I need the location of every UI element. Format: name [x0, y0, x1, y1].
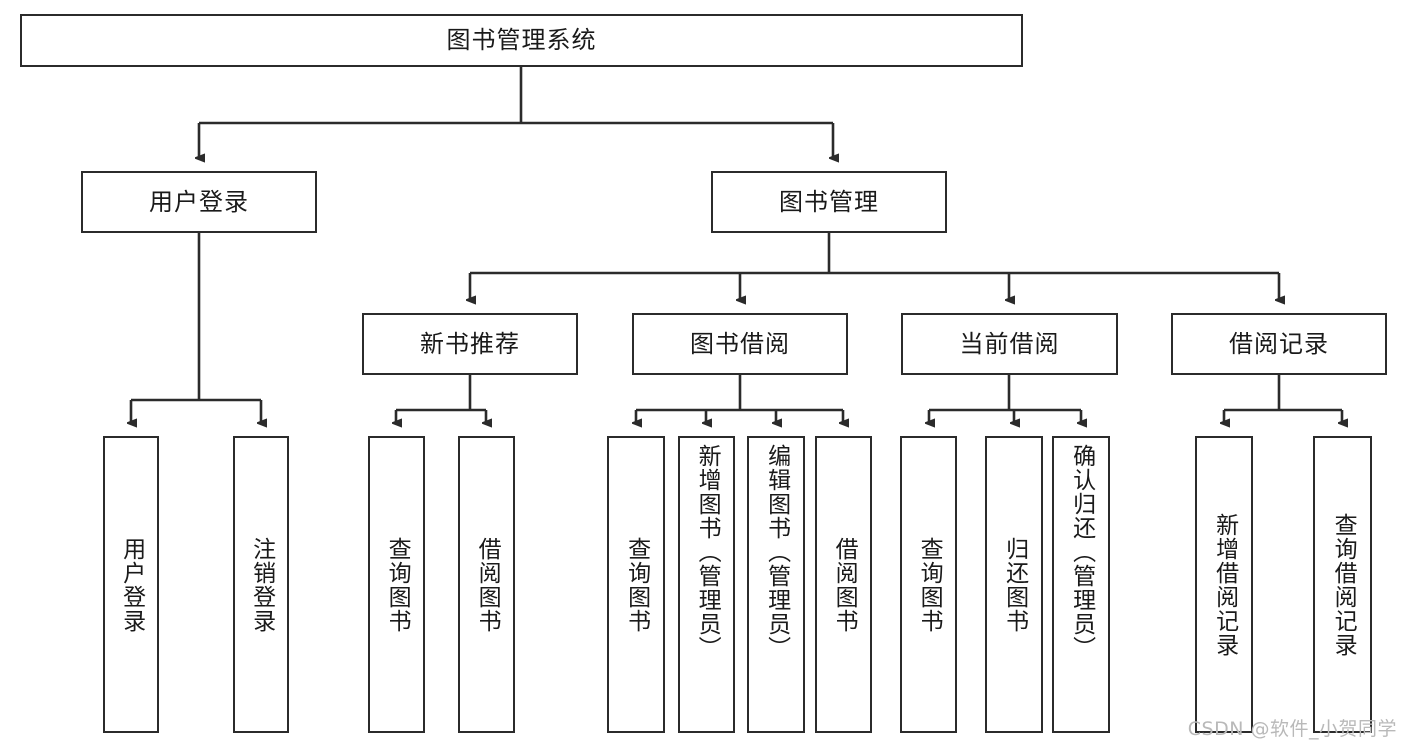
node-borrow-record[interactable]: 借阅记录: [1171, 313, 1387, 375]
node-new-book-recommend[interactable]: 新书推荐: [362, 313, 578, 375]
node-new-book-recommend-label: 新书推荐: [420, 329, 520, 358]
edges-currentborrow-to-leaves: [929, 375, 1081, 423]
node-borrow-record-label: 借阅记录: [1229, 329, 1329, 358]
edges-borrowrecord-to-leaves: [1224, 375, 1342, 423]
node-leaf-add-book-admin-label: 新增图书（管理员）: [694, 444, 721, 660]
node-leaf-logout[interactable]: 注销登录: [233, 436, 289, 733]
edges-root-to-level2: [199, 67, 833, 158]
node-current-borrow-label: 当前借阅: [959, 329, 1060, 358]
node-leaf-borrow-book-rec[interactable]: 借阅图书: [458, 436, 515, 733]
edges-newbook-to-leaves: [396, 375, 486, 423]
node-book-management[interactable]: 图书管理: [711, 171, 947, 233]
node-leaf-logout-label: 注销登录: [248, 536, 275, 633]
node-leaf-edit-book-admin[interactable]: 编辑图书（管理员）: [747, 436, 805, 733]
edges-bookmgmt-to-level3: [470, 233, 1279, 300]
edges-bookborrow-to-leaves: [636, 375, 843, 423]
node-leaf-add-book-admin[interactable]: 新增图书（管理员）: [678, 436, 735, 733]
node-leaf-confirm-return-admin-label: 确认归还（管理员）: [1068, 444, 1095, 660]
node-leaf-edit-book-admin-label: 编辑图书（管理员）: [763, 444, 790, 660]
node-leaf-query-borrow-record[interactable]: 查询借阅记录: [1313, 436, 1372, 733]
node-leaf-add-borrow-record-label: 新增借阅记录: [1211, 512, 1238, 657]
node-leaf-user-login[interactable]: 用户登录: [103, 436, 159, 733]
node-leaf-user-login-label: 用户登录: [118, 536, 145, 633]
node-book-management-label: 图书管理: [779, 187, 879, 216]
node-user-login-label: 用户登录: [149, 187, 249, 216]
node-leaf-query-book-current-label: 查询图书: [916, 536, 943, 633]
node-root[interactable]: 图书管理系统: [20, 14, 1023, 67]
csdn-watermark: CSDN @软件_小贺同学: [1187, 718, 1397, 740]
node-leaf-query-book-borrow[interactable]: 查询图书: [607, 436, 665, 733]
node-leaf-return-book-label: 归还图书: [1001, 536, 1028, 633]
node-leaf-query-borrow-record-label: 查询借阅记录: [1330, 512, 1357, 657]
node-user-login[interactable]: 用户登录: [81, 171, 317, 233]
node-leaf-borrow-book[interactable]: 借阅图书: [815, 436, 872, 733]
node-leaf-query-book-rec[interactable]: 查询图书: [368, 436, 425, 733]
node-leaf-query-book-rec-label: 查询图书: [384, 536, 411, 633]
node-leaf-query-book-borrow-label: 查询图书: [623, 536, 650, 633]
node-leaf-query-book-current[interactable]: 查询图书: [900, 436, 957, 733]
node-leaf-borrow-book-rec-label: 借阅图书: [474, 536, 501, 633]
edges-userlogin-to-leaves: [131, 233, 261, 423]
node-book-borrow-label: 图书借阅: [690, 329, 790, 358]
node-root-label: 图书管理系统: [446, 26, 597, 55]
node-leaf-borrow-book-label: 借阅图书: [831, 536, 858, 633]
node-leaf-add-borrow-record[interactable]: 新增借阅记录: [1195, 436, 1253, 733]
node-leaf-confirm-return-admin[interactable]: 确认归还（管理员）: [1052, 436, 1110, 733]
node-book-borrow[interactable]: 图书借阅: [632, 313, 848, 375]
node-leaf-return-book[interactable]: 归还图书: [985, 436, 1043, 733]
node-current-borrow[interactable]: 当前借阅: [901, 313, 1118, 375]
